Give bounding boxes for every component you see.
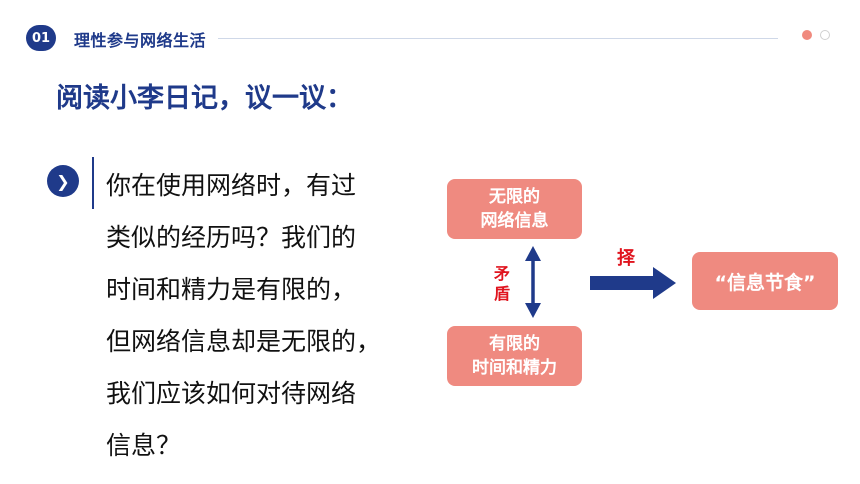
question-line: 时间和精力是有限的，: [106, 275, 357, 304]
arrow-down-head: [525, 303, 541, 318]
box-line: 网络信息: [480, 211, 549, 231]
question-line: 你在使用网络时，有过: [106, 171, 357, 200]
right-arrow-shaft: [590, 276, 654, 290]
question-line: 信息？: [106, 431, 182, 460]
header: 01 理性参与网络生活: [0, 0, 860, 70]
conflict-label: 矛 盾: [491, 264, 513, 304]
text-accent-bar: [92, 157, 94, 209]
arrow-up-head: [525, 246, 541, 261]
unlimited-info-box: 无限的 网络信息: [447, 179, 582, 239]
section-title: 理性参与网络生活: [74, 31, 207, 50]
question-text: 你在使用网络时，有过 类似的经历吗？我们的 时间和精力是有限的， 但网络信息却是…: [106, 160, 426, 472]
question-line: 类似的经历吗？我们的: [106, 223, 357, 252]
box-line: 时间和精力: [472, 358, 557, 378]
page-indicator-inactive[interactable]: [820, 30, 830, 40]
question-line: 我们应该如何对待网络: [106, 379, 357, 408]
choose-label: 择: [617, 248, 635, 269]
info-diet-box: “信息节食”: [692, 252, 838, 310]
page-title: 阅读小李日记，议一议：: [56, 83, 353, 114]
section-number-badge: 01: [26, 25, 56, 51]
page-indicator-active[interactable]: [802, 30, 812, 40]
box-line: 无限的: [489, 187, 540, 207]
question-line: 但网络信息却是无限的，: [106, 327, 382, 356]
right-arrow-head: [653, 267, 676, 299]
box-line: 有限的: [489, 334, 540, 354]
conflict-char: 矛: [493, 264, 510, 283]
chevron-right-icon: ❯: [47, 165, 79, 197]
result-text: “信息节食”: [714, 271, 816, 294]
header-divider: [218, 38, 778, 39]
conflict-char: 盾: [493, 284, 510, 303]
limited-time-box: 有限的 时间和精力: [447, 326, 582, 386]
